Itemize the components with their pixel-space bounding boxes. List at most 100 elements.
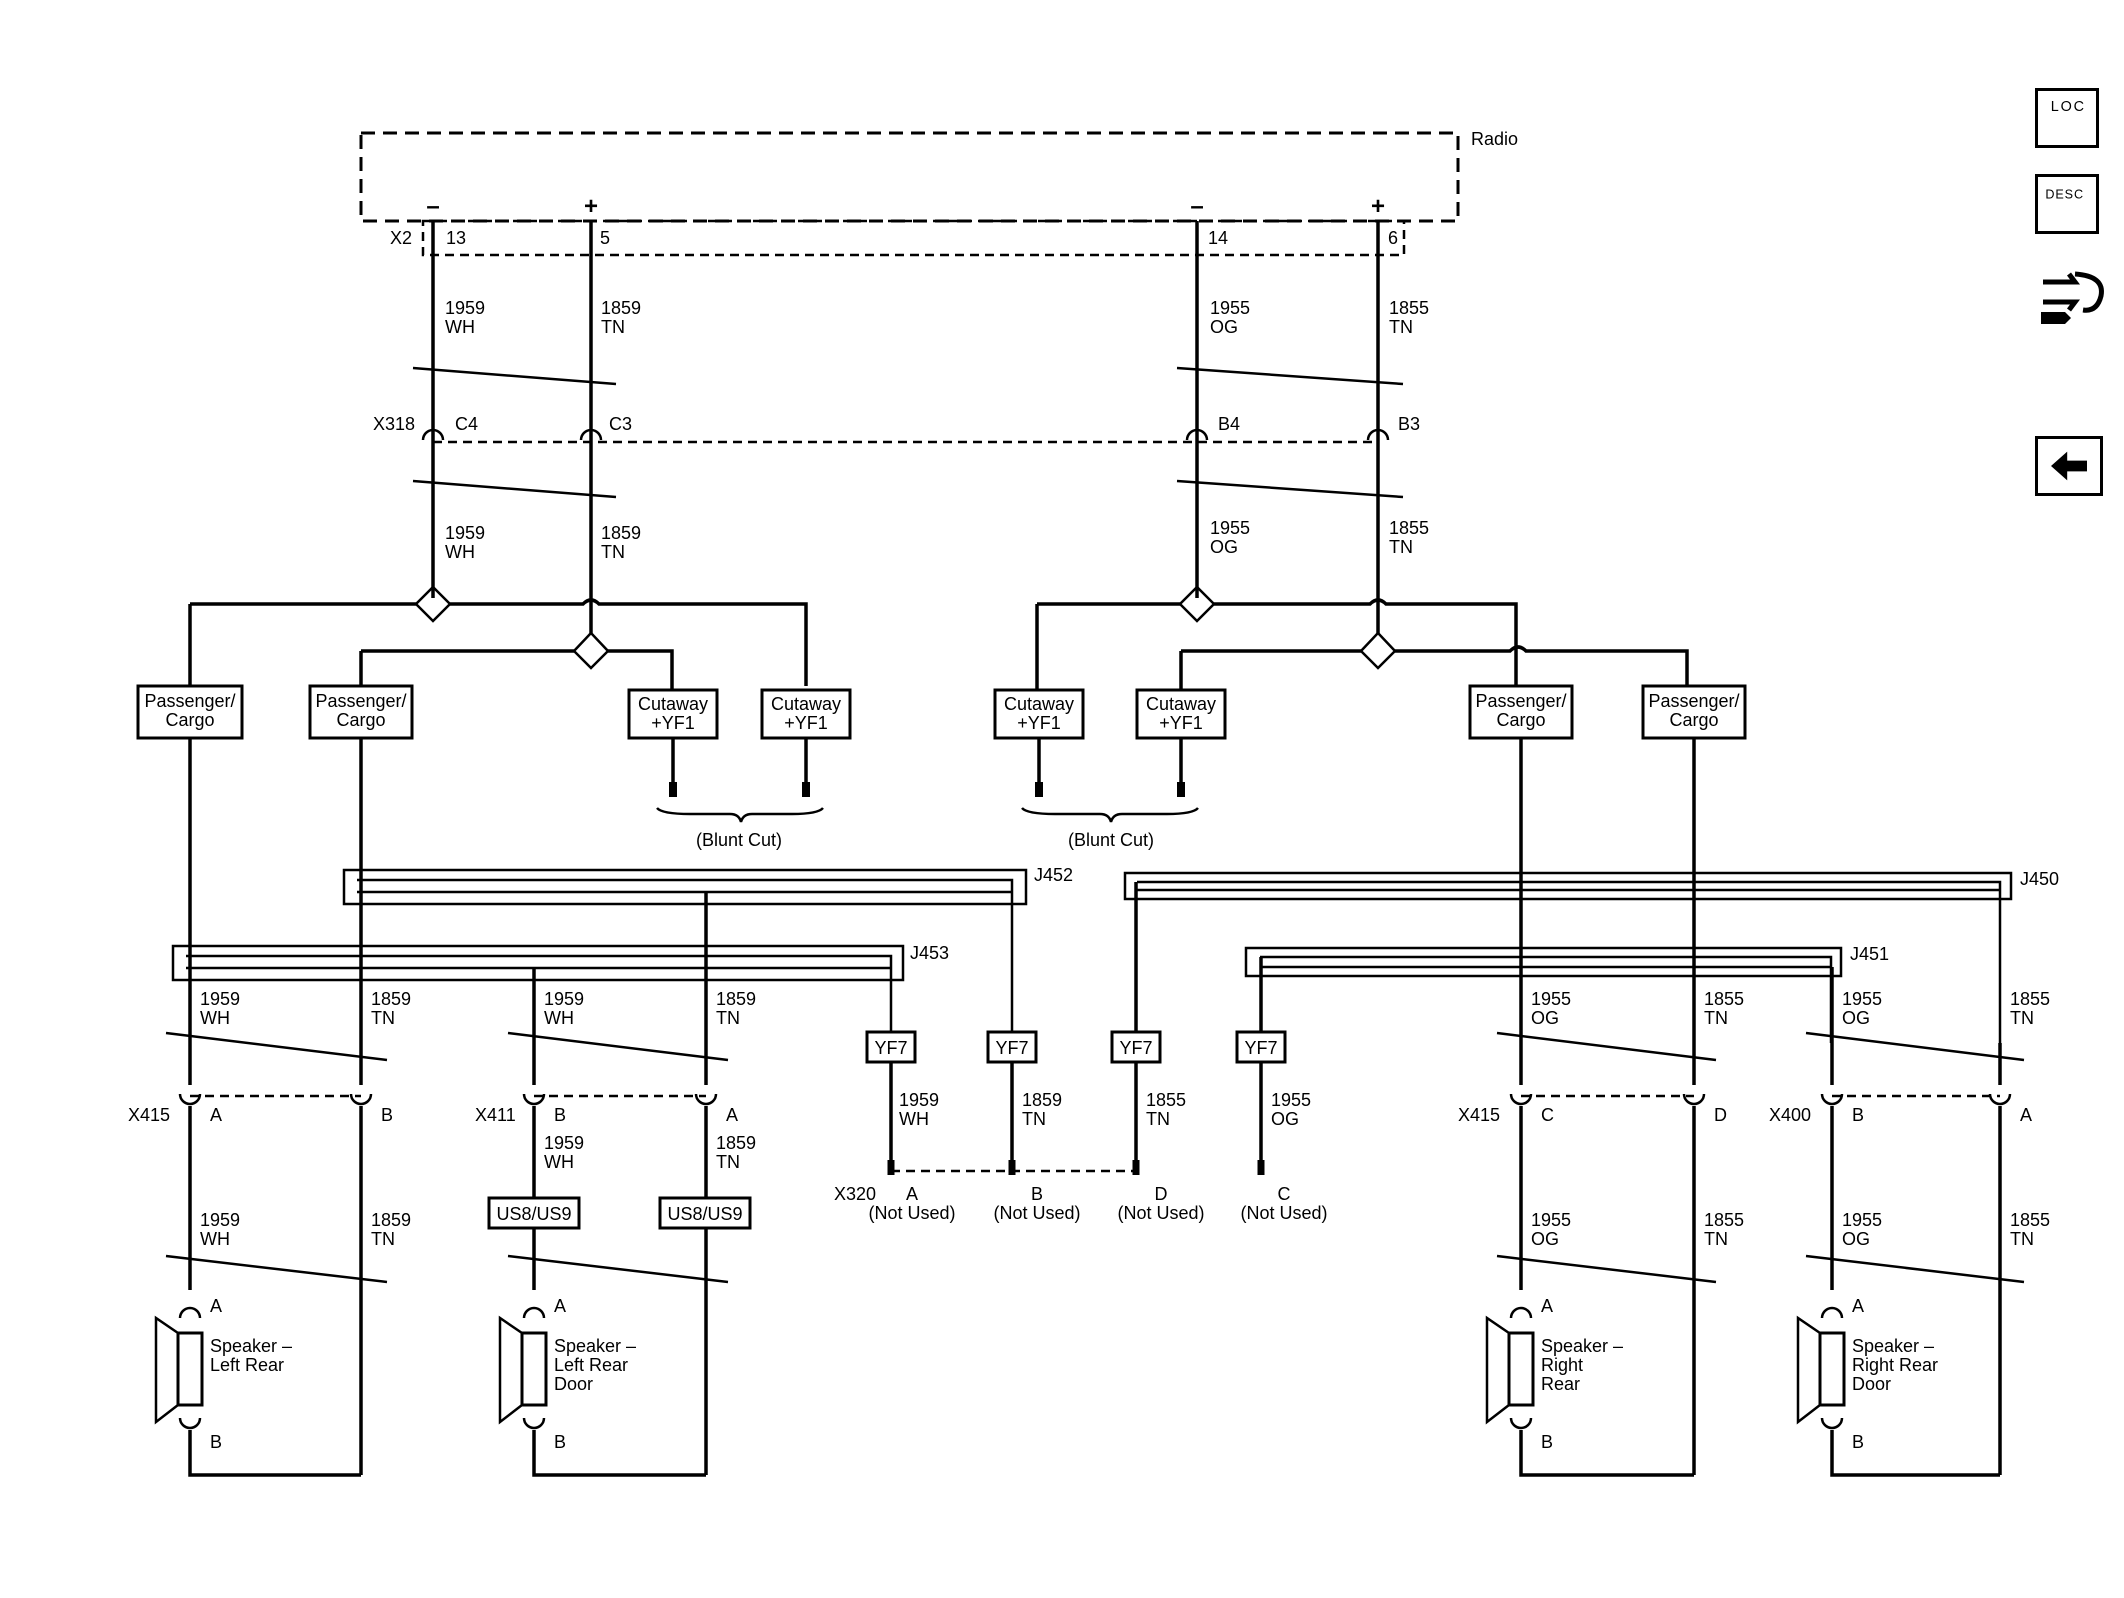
- svg-text:+YF1: +YF1: [651, 713, 695, 733]
- svg-text:X318: X318: [373, 414, 415, 434]
- svg-text:B: B: [1031, 1184, 1043, 1204]
- svg-text:J453: J453: [910, 943, 949, 963]
- svg-text:Cargo: Cargo: [1496, 710, 1545, 730]
- svg-text:WH: WH: [200, 1008, 230, 1028]
- svg-text:X415: X415: [1458, 1105, 1500, 1125]
- svg-text:Speaker –: Speaker –: [554, 1336, 636, 1356]
- desc-button[interactable]: DESC: [2035, 174, 2099, 234]
- desc-text: DESC: [2045, 188, 2084, 202]
- svg-text:1959: 1959: [544, 989, 584, 1009]
- svg-text:OG: OG: [1210, 317, 1238, 337]
- svg-text:1959: 1959: [445, 298, 485, 318]
- svg-text:Cutaway: Cutaway: [1004, 694, 1074, 714]
- svg-text:YF7: YF7: [1244, 1038, 1277, 1058]
- svg-text:TN: TN: [2010, 1008, 2034, 1028]
- loc-text: LOC: [2051, 99, 2086, 115]
- svg-text:WH: WH: [544, 1152, 574, 1172]
- svg-text:1955: 1955: [1531, 1210, 1571, 1230]
- svg-text:TN: TN: [601, 542, 625, 562]
- svg-text:Passenger/: Passenger/: [1475, 691, 1566, 711]
- svg-text:WH: WH: [445, 542, 475, 562]
- blunt-cuts: (Blunt Cut) (Blunt Cut): [656, 738, 1199, 850]
- svg-text:Door: Door: [554, 1374, 593, 1394]
- svg-text:A: A: [726, 1105, 738, 1125]
- svg-text:X400: X400: [1769, 1105, 1811, 1125]
- svg-text:1955: 1955: [1531, 989, 1571, 1009]
- pin-sign: +: [584, 193, 598, 220]
- connector-tool-icon: [2041, 271, 2104, 324]
- svg-text:+YF1: +YF1: [1017, 713, 1061, 733]
- svg-text:X411: X411: [475, 1105, 516, 1125]
- svg-text:1855: 1855: [2010, 1210, 2050, 1230]
- svg-text:WH: WH: [200, 1229, 230, 1249]
- svg-text:1859: 1859: [716, 989, 756, 1009]
- x318-connector: X318 C4 C3 B4 B3: [373, 414, 1420, 444]
- svg-text:Cutaway: Cutaway: [1146, 694, 1216, 714]
- svg-text:Cargo: Cargo: [336, 710, 385, 730]
- svg-text:1855: 1855: [1389, 298, 1429, 318]
- svg-text:1859: 1859: [716, 1133, 756, 1153]
- x320-connector: X320 A(Not Used) B(Not Used) D(Not Used)…: [834, 1184, 1328, 1223]
- svg-text:1959: 1959: [544, 1133, 584, 1153]
- svg-text:1959: 1959: [899, 1090, 939, 1110]
- svg-text:C: C: [1541, 1105, 1554, 1125]
- svg-text:US8/US9: US8/US9: [667, 1204, 742, 1224]
- svg-text:(Blunt Cut): (Blunt Cut): [696, 830, 782, 850]
- svg-text:X320: X320: [834, 1184, 876, 1204]
- svg-text:Passenger/: Passenger/: [1648, 691, 1739, 711]
- svg-text:1859: 1859: [371, 1210, 411, 1230]
- svg-text:B: B: [554, 1432, 566, 1452]
- svg-text:1859: 1859: [601, 298, 641, 318]
- svg-text:TN: TN: [371, 1008, 395, 1028]
- svg-text:1959: 1959: [200, 989, 240, 1009]
- svg-text:1955: 1955: [1210, 518, 1250, 538]
- svg-text:TN: TN: [1704, 1008, 1728, 1028]
- svg-text:J452: J452: [1034, 865, 1073, 885]
- svg-text:WH: WH: [544, 1008, 574, 1028]
- svg-text:Cutaway: Cutaway: [638, 694, 708, 714]
- svg-text:(Not Used): (Not Used): [993, 1203, 1080, 1223]
- svg-text:D: D: [1714, 1105, 1727, 1125]
- svg-text:Speaker –: Speaker –: [210, 1336, 292, 1356]
- pin-number: 6: [1388, 228, 1398, 248]
- svg-text:1959: 1959: [445, 523, 485, 543]
- svg-text:TN: TN: [1389, 537, 1413, 557]
- svg-text:1959: 1959: [200, 1210, 240, 1230]
- pin-number: 13: [446, 228, 466, 248]
- svg-text:1855: 1855: [2010, 989, 2050, 1009]
- svg-text:OG: OG: [1531, 1229, 1559, 1249]
- svg-text:B: B: [210, 1432, 222, 1452]
- svg-text:A: A: [906, 1184, 918, 1204]
- distribution-wiring: [188, 585, 1689, 690]
- svg-text:Right Rear: Right Rear: [1852, 1355, 1938, 1375]
- svg-text:TN: TN: [371, 1229, 395, 1249]
- pin-sign: –: [426, 193, 439, 220]
- svg-text:TN: TN: [1022, 1109, 1046, 1129]
- back-button[interactable]: [2035, 436, 2103, 496]
- svg-text:WH: WH: [445, 317, 475, 337]
- svg-text:TN: TN: [716, 1152, 740, 1172]
- svg-text:YF7: YF7: [874, 1038, 907, 1058]
- svg-text:YF7: YF7: [995, 1038, 1028, 1058]
- svg-text:C3: C3: [609, 414, 632, 434]
- svg-text:X415: X415: [128, 1105, 170, 1125]
- svg-text:B4: B4: [1218, 414, 1240, 434]
- svg-text:(Not Used): (Not Used): [1240, 1203, 1327, 1223]
- svg-text:1855: 1855: [1146, 1090, 1186, 1110]
- svg-text:TN: TN: [716, 1008, 740, 1028]
- svg-text:C4: C4: [455, 414, 478, 434]
- svg-text:Right: Right: [1541, 1355, 1583, 1375]
- loc-button[interactable]: LOC: [2035, 88, 2099, 148]
- x2-label: X2: [390, 228, 412, 248]
- connector-tool-button[interactable]: [2035, 262, 2109, 332]
- svg-text:1855: 1855: [1389, 518, 1429, 538]
- svg-text:B3: B3: [1398, 414, 1420, 434]
- svg-text:Rear: Rear: [1541, 1374, 1580, 1394]
- radio-module: Radio X2 – + – + 13 5 14 6: [359, 129, 1518, 257]
